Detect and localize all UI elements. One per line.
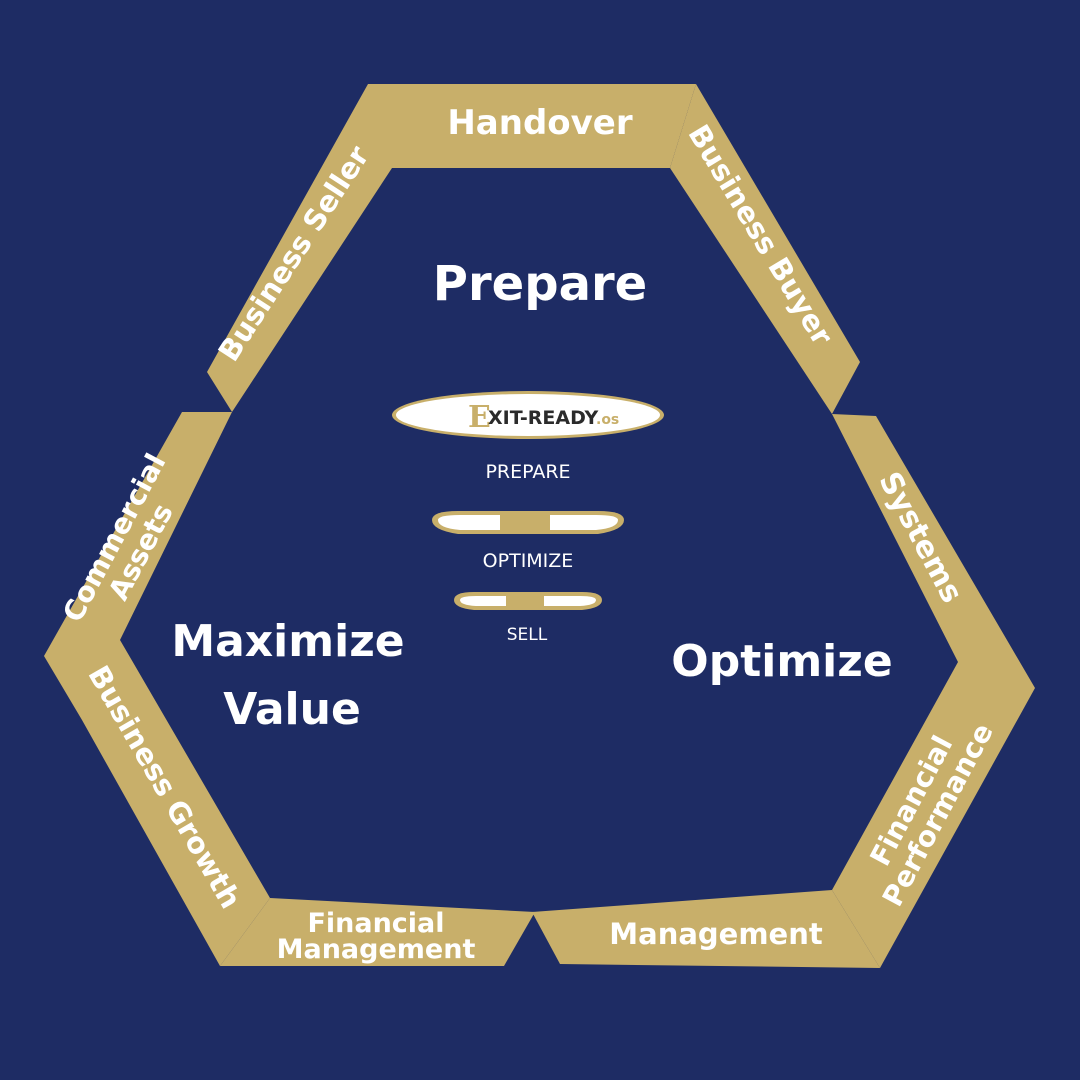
band-segment-bottom-right bbox=[532, 890, 880, 968]
band-segment-bottom-left bbox=[220, 898, 535, 966]
funnel-label-optimize: OPTIMIZE bbox=[483, 550, 574, 572]
band-label-business-buyer: Business Buyer bbox=[681, 119, 840, 352]
band-segment-top-left bbox=[207, 84, 696, 412]
phase-title-optimize: Optimize bbox=[671, 636, 892, 687]
svg-text:Value: Value bbox=[223, 684, 361, 735]
band-label-handover: Handover bbox=[447, 103, 633, 143]
funnel-bar-optimize bbox=[432, 511, 624, 534]
phase-title-prepare: Prepare bbox=[433, 256, 647, 312]
funnel-graphic: E XIT-READY .os PREPARE OPTIMIZE SELL bbox=[392, 391, 664, 645]
band-label-financial-management: Financial Management bbox=[277, 908, 476, 965]
exit-ready-logo: E XIT-READY .os bbox=[392, 391, 664, 439]
band-segment-left bbox=[44, 412, 270, 966]
band-segment-right bbox=[832, 414, 1035, 968]
svg-text:Financial: Financial bbox=[307, 908, 444, 939]
svg-text:Maximize: Maximize bbox=[171, 616, 404, 667]
logo-initial: E bbox=[468, 400, 491, 435]
svg-text:Management: Management bbox=[277, 934, 476, 965]
band-label-management: Management bbox=[609, 917, 823, 951]
logo-main-text: XIT-READY bbox=[488, 407, 598, 429]
funnel-label-prepare: PREPARE bbox=[485, 461, 570, 483]
band-segment-top-right bbox=[670, 84, 860, 414]
funnel-bar-sell bbox=[454, 592, 602, 610]
logo-suffix: .os bbox=[596, 412, 619, 428]
band-label-business-seller: Business Seller bbox=[211, 139, 376, 367]
funnel-label-sell: SELL bbox=[507, 625, 548, 645]
hexagon-band bbox=[44, 84, 1035, 968]
phase-title-maximize-value: Maximize Value bbox=[171, 616, 404, 735]
